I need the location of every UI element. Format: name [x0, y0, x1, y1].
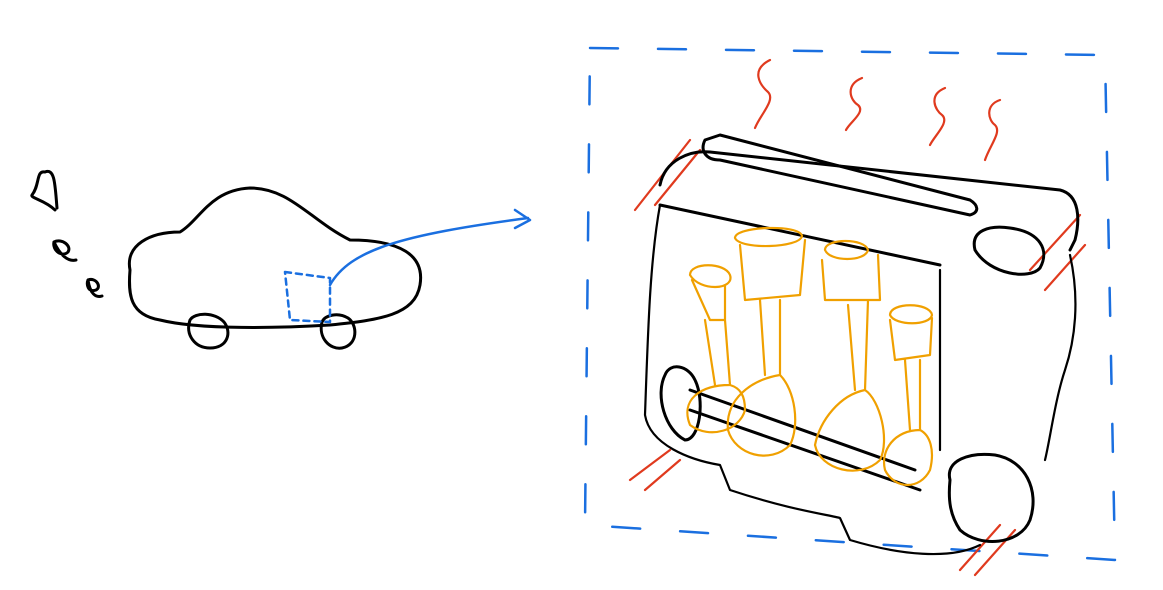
car	[127, 186, 423, 350]
front-wheel	[319, 313, 357, 350]
engine-callout	[583, 46, 1117, 562]
rear-wheel	[187, 312, 230, 350]
zoom-arrow	[283, 208, 532, 324]
exhaust-puffs	[30, 169, 104, 298]
pistons	[686, 226, 934, 486]
heat-waves	[628, 58, 1087, 577]
engine	[643, 133, 1080, 556]
